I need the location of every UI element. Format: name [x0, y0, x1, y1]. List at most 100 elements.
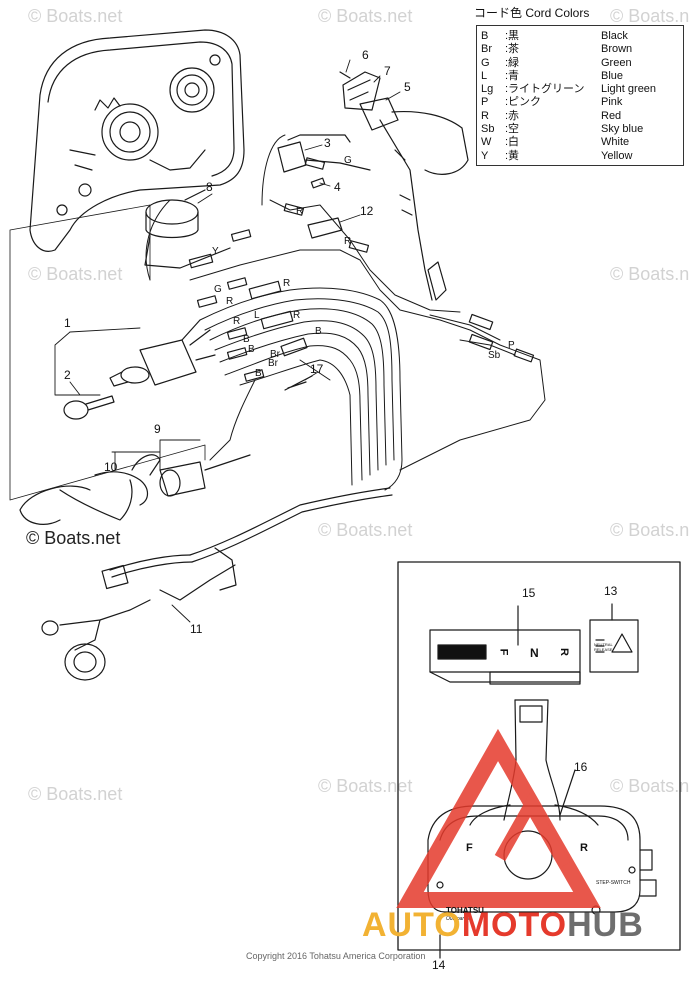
color-name-en: White	[601, 136, 630, 149]
color-name-en: Red	[601, 109, 622, 122]
callout-12: 12	[360, 204, 374, 218]
color-name-jp: :白	[505, 136, 520, 149]
reverse-mark: R	[557, 648, 570, 656]
wire-label: B	[315, 326, 322, 337]
color-code: B	[481, 30, 489, 42]
neutral-mark: N	[530, 646, 539, 660]
wire-label: G	[214, 284, 222, 295]
ignition-key	[63, 395, 115, 420]
color-name-jp: :黄	[505, 149, 520, 162]
wire-label: Y	[212, 246, 219, 257]
key-switch	[109, 319, 216, 387]
color-code: Sb	[481, 123, 495, 136]
step-switch-label: STEP-SWITCH	[596, 880, 631, 886]
callout-4: 4	[334, 180, 341, 194]
watermark: © Boats.net	[610, 6, 690, 26]
wire-label: B	[255, 368, 262, 379]
watermark: © Boats.net	[610, 776, 690, 796]
color-name-jp: :青	[505, 69, 520, 82]
outboards-label: Outboards	[446, 916, 470, 922]
wire-label: Sb	[488, 350, 501, 361]
wire-label: R	[293, 310, 301, 321]
color-code: R	[481, 109, 489, 122]
color-name-jp: :緑	[505, 56, 520, 69]
logo-part-moto: MOTO	[461, 906, 568, 944]
color-name-en: Black	[601, 30, 628, 42]
neutral-release-label: NEUTRAL RELEASE	[594, 642, 613, 652]
color-name-en: Sky blue	[601, 123, 644, 136]
callout-14: 14	[432, 958, 446, 972]
callout-5: 5	[404, 80, 411, 94]
watermark: © Boats.net	[28, 6, 123, 26]
wire-label: B	[243, 334, 250, 345]
lever-forward-mark: F	[466, 842, 473, 854]
wire-label: R	[233, 316, 241, 327]
logo-part-hub: HUB	[567, 906, 644, 944]
wire-label: G	[344, 155, 352, 166]
watermark: © Boats.net	[28, 264, 123, 284]
callout-1: 1	[64, 316, 71, 330]
color-name-en: Light green	[601, 83, 657, 96]
color-code: Br	[481, 43, 492, 56]
automotohub-logo: AUTOMOTOHUB	[362, 906, 644, 945]
callout-13: 13	[604, 584, 618, 598]
watermark: © Boats.net	[28, 784, 123, 804]
copyright-text: Copyright 2016 Tohatsu America Corporati…	[246, 951, 426, 961]
callout-10: 10	[104, 460, 118, 474]
buzzer	[144, 189, 231, 269]
neutral-switch-assembly	[339, 71, 469, 301]
tohatsu-label: TOHATSU	[446, 906, 484, 915]
legend-row: W :白 White	[481, 136, 677, 149]
watermark: © Boats.net	[318, 520, 413, 540]
color-name-en: Pink	[601, 96, 623, 109]
indicator-panel	[429, 603, 639, 685]
callout-leaders	[54, 59, 401, 623]
watermark: © Boats.net	[610, 520, 690, 540]
wire-label: B	[248, 344, 255, 355]
wire-label: R	[296, 206, 304, 217]
color-code: Lg	[481, 83, 494, 96]
wire-label: R	[226, 296, 234, 307]
remote-lever-inset-frame	[397, 561, 681, 951]
color-code: W	[481, 136, 492, 149]
color-name-jp: :ライトグリーン	[505, 83, 585, 96]
callout-17: 17	[310, 362, 324, 376]
stop-switch-lanyard	[19, 454, 251, 525]
color-code: L	[481, 69, 488, 82]
wire-label: R	[344, 236, 352, 247]
bullet-connectors	[188, 157, 535, 391]
boats-net-mark: © Boats.net	[26, 528, 121, 548]
callout-9: 9	[154, 422, 161, 436]
remote-control-housing	[29, 29, 245, 252]
wire-label: Br	[268, 358, 278, 369]
wire-label: L	[254, 310, 260, 321]
color-name-en: Brown	[601, 43, 633, 56]
legend-title: コード色 Cord Colors	[474, 6, 590, 20]
callout-15: 15	[522, 586, 536, 600]
legend-row: Lg :ライトグリーン Light green	[481, 83, 677, 96]
callout-2: 2	[64, 368, 71, 382]
watermark: © Boats.net	[318, 776, 413, 796]
color-name-en: Yellow	[601, 149, 633, 162]
wire-label: Br	[270, 349, 280, 360]
watermark: © Boats.net	[610, 264, 690, 284]
automotohub-logo-mark	[396, 728, 601, 908]
lever-reverse-mark: R	[580, 842, 588, 854]
callout-16: 16	[574, 760, 588, 774]
color-name-en: Blue	[601, 69, 624, 82]
callout-7: 7	[384, 64, 391, 78]
wire-label: P	[508, 340, 515, 351]
watermark: © Boats.net	[318, 6, 413, 26]
color-name-en: Green	[601, 56, 632, 69]
callout-3: 3	[324, 136, 331, 150]
connector-block	[307, 217, 343, 239]
forward-mark: F	[497, 648, 510, 656]
logo-part-auto: AUTO	[362, 906, 462, 944]
